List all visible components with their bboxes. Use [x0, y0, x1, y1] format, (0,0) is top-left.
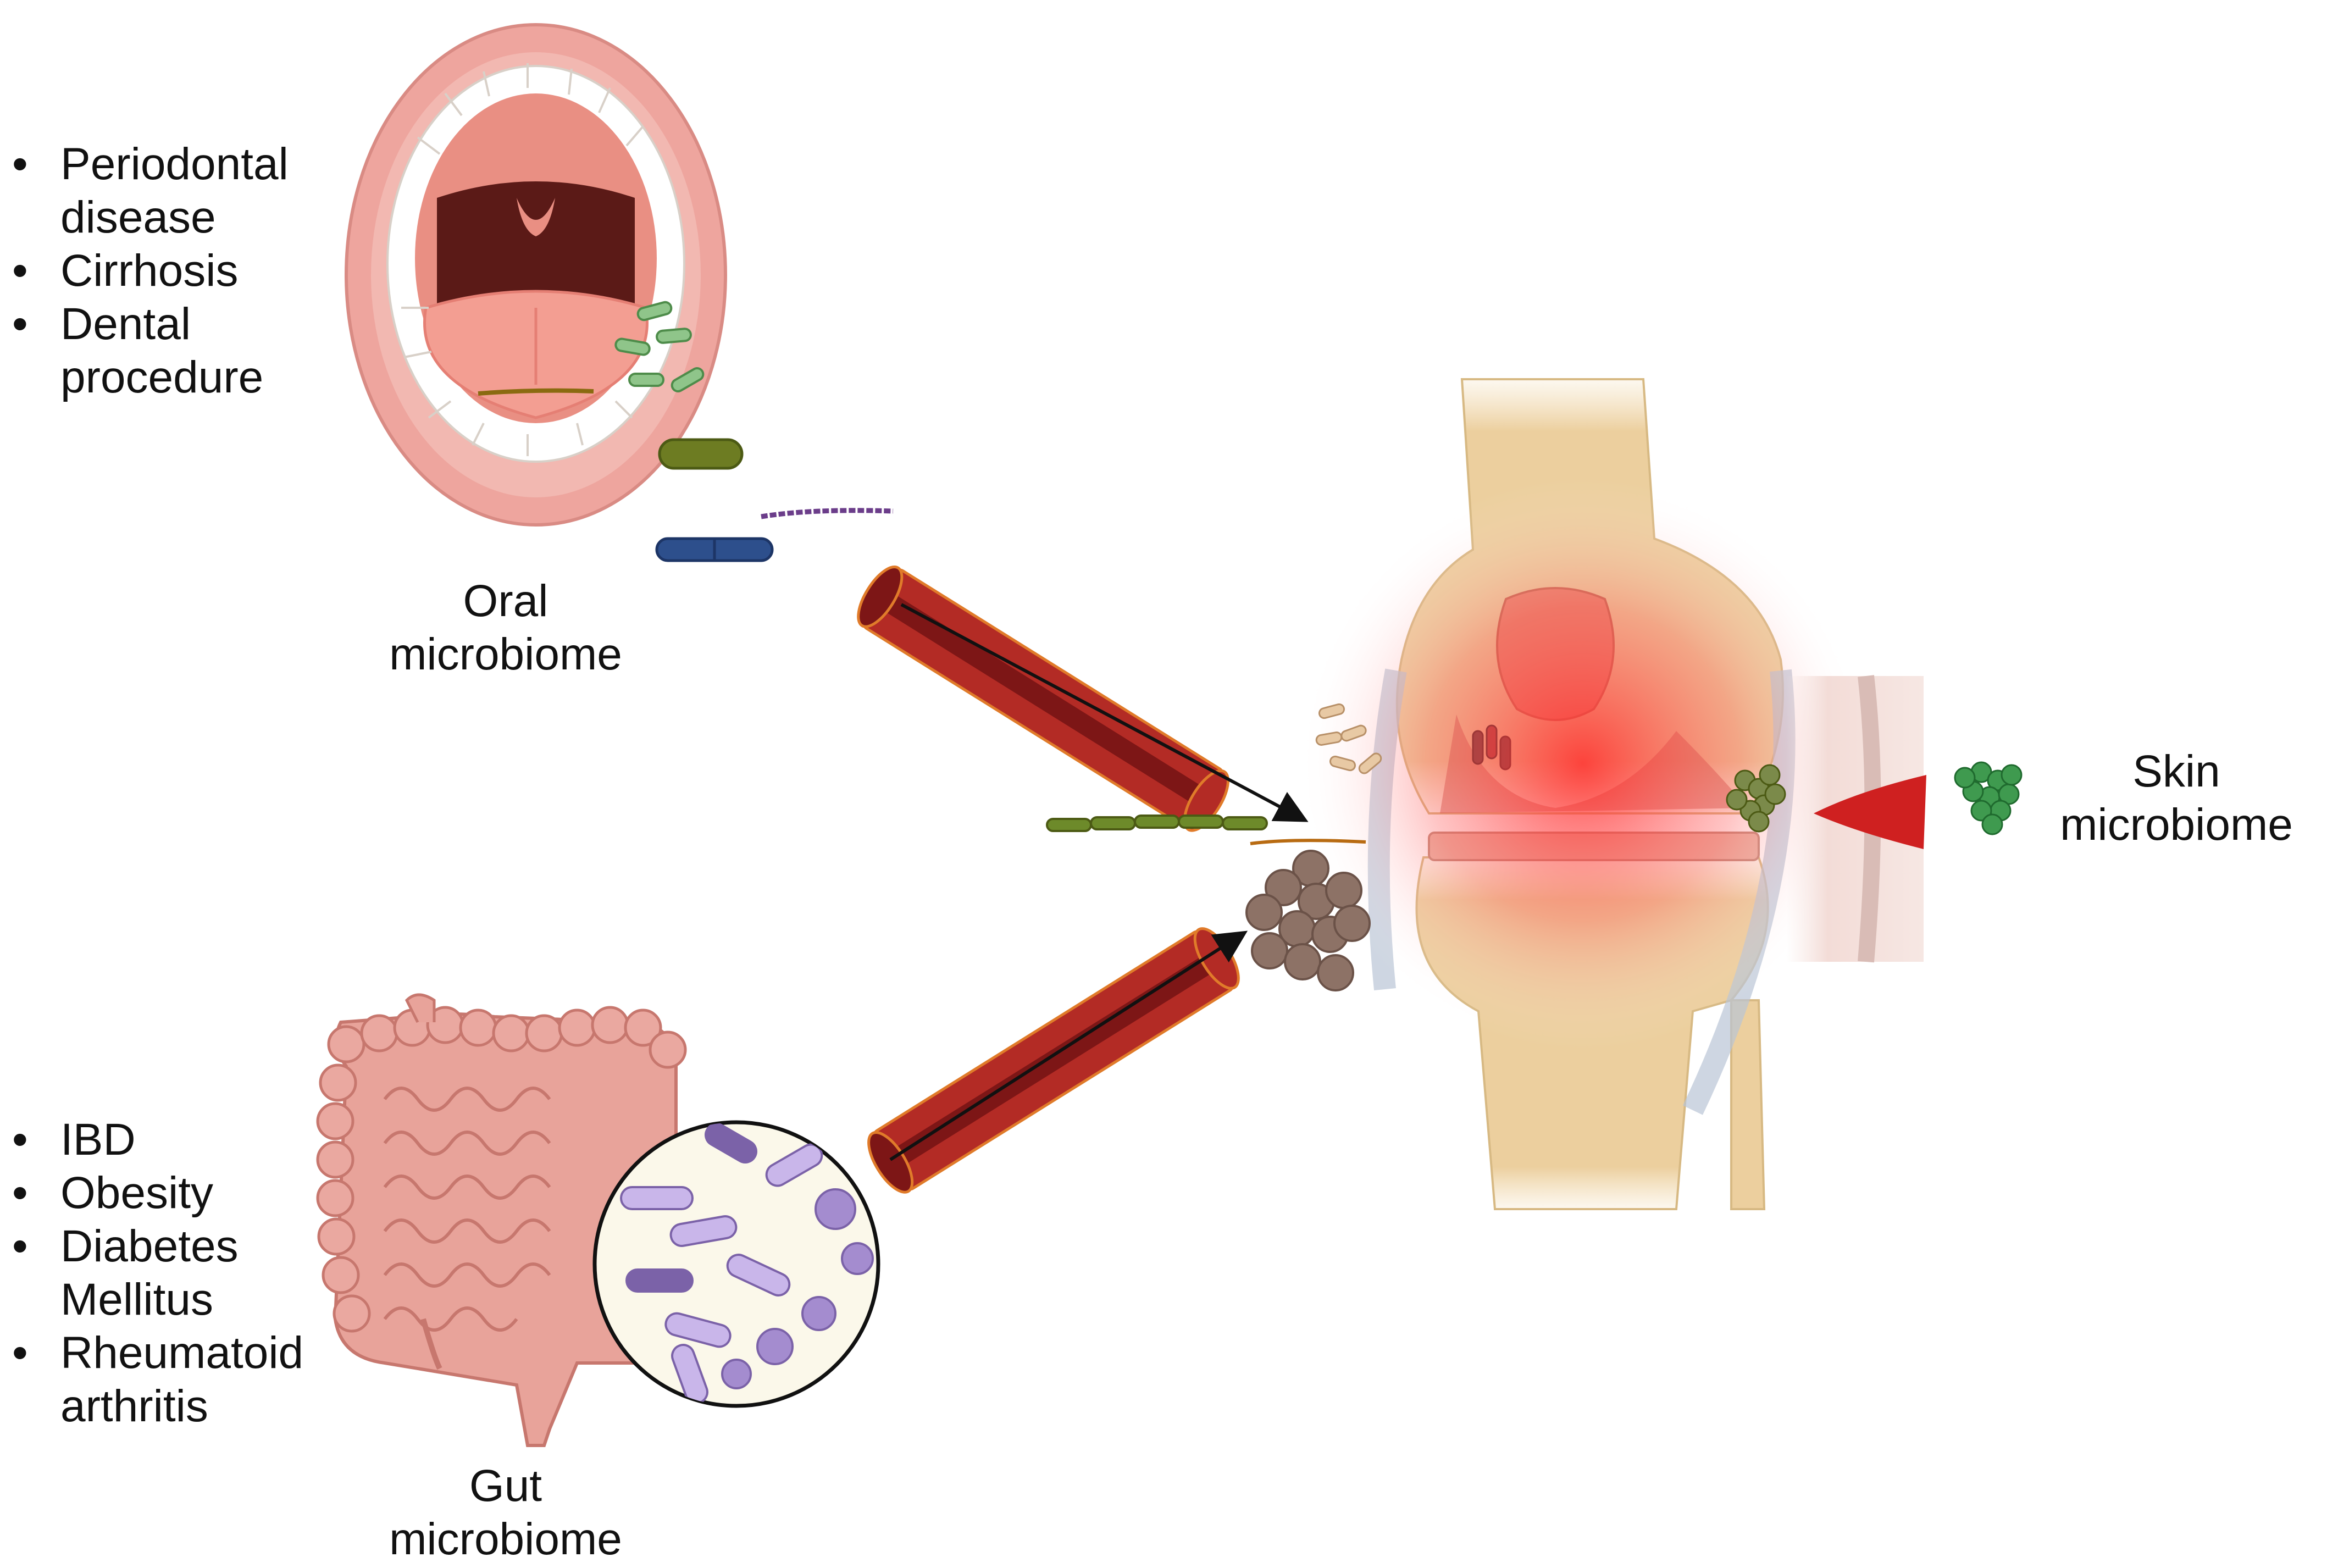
list-item: Rheumatoid arthritis [11, 1326, 303, 1433]
skin-microbiome-label: Skin microbiome [2060, 746, 2293, 850]
oral-microbiome-label: Oral microbiome [389, 576, 622, 679]
open-mouth-icon [345, 23, 727, 527]
list-item: Diabetes Mellitus [11, 1220, 303, 1326]
bacteria-icon [1046, 703, 1382, 991]
condition-text: Dental procedure [60, 299, 264, 402]
knee-joint-icon [1297, 378, 1869, 1210]
condition-text: Periodontal disease [60, 139, 289, 242]
condition-text: Obesity [60, 1168, 213, 1218]
condition-text: Rheumatoid arthritis [60, 1328, 304, 1431]
list-item: Obesity [11, 1166, 303, 1220]
blood-vessel-icon [857, 565, 1309, 1194]
list-item: Periodontal disease [11, 137, 289, 244]
skin-wound-icon [1726, 675, 2023, 963]
list-item: Cirrhosis [11, 244, 289, 297]
list-item: IBD [11, 1113, 303, 1166]
microscope-lens-icon [592, 1120, 880, 1408]
condition-text: Diabetes Mellitus [60, 1221, 239, 1325]
condition-text: IBD [60, 1115, 136, 1165]
condition-text: Cirrhosis [60, 246, 239, 296]
intestine-icon [316, 993, 687, 1447]
list-item: Dental procedure [11, 297, 289, 404]
gut-microbiome-label: Gut microbiome [389, 1461, 622, 1564]
oral-conditions-list: Periodontal disease Cirrhosis Dental pro… [11, 137, 289, 404]
gut-conditions-list: IBD Obesity Diabetes Mellitus Rheumatoid… [11, 1113, 303, 1433]
bacteria-icon [655, 438, 894, 562]
